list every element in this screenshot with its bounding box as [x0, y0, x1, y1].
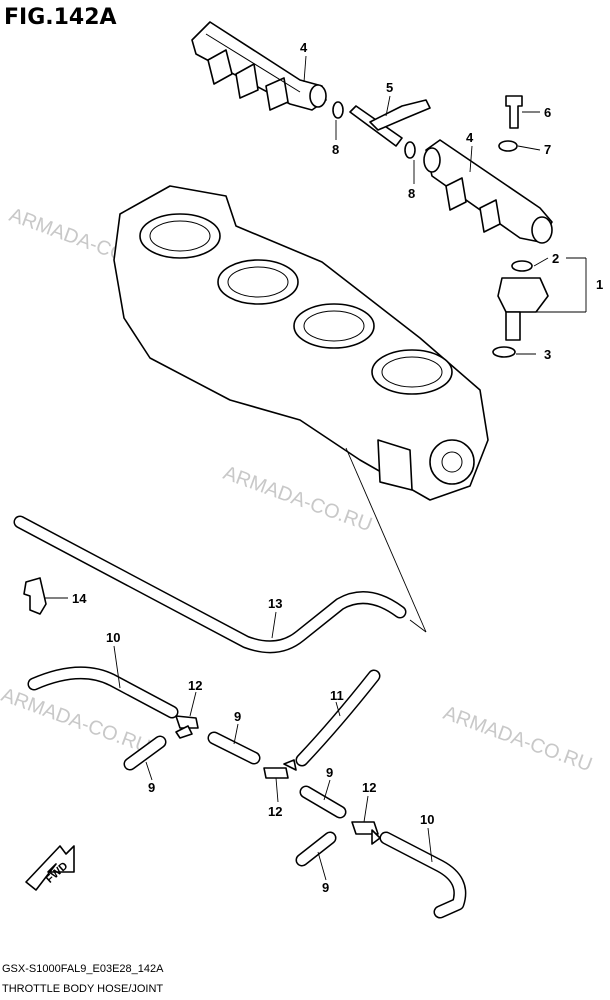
- callout-2: 2: [552, 251, 559, 266]
- watermark: ARMADA-CO.RU: [220, 462, 375, 536]
- clamp: [23, 577, 47, 615]
- fuel-injector: [492, 260, 549, 358]
- callout-8-right: 8: [408, 186, 415, 201]
- hose-9-right: [299, 785, 347, 819]
- callout-10-lower: 10: [420, 812, 434, 827]
- callout-3: 3: [544, 347, 551, 362]
- callout-10-upper: 10: [106, 630, 120, 645]
- throttle-hose-13: [13, 515, 407, 654]
- joint-12-middle: [263, 759, 297, 779]
- hose-9-center: [207, 731, 261, 765]
- bolt: [505, 95, 523, 129]
- callout-1: 1: [596, 277, 603, 292]
- callout-9-center: 9: [234, 709, 241, 724]
- joint-12-upper: [175, 715, 199, 739]
- footer-code: GSX-S1000FAL9_E03E28_142A: [2, 963, 164, 975]
- hose-9-bottom: [295, 831, 337, 867]
- leader-lines: [44, 55, 587, 881]
- fuel-delivery-pipe-upper: [191, 21, 327, 111]
- footer-caption: THROTTLE BODY HOSE/JOINT: [2, 983, 163, 995]
- callout-12-upper: 12: [188, 678, 202, 693]
- washer: [498, 140, 518, 152]
- callout-12-middle: 12: [268, 804, 282, 819]
- fwd-arrow: FWD: [25, 845, 75, 891]
- hose-9-left: [123, 735, 167, 771]
- hose-10-lower: [379, 831, 467, 919]
- hose-10-upper: [27, 666, 179, 719]
- callout-9-bottom: 9: [322, 880, 329, 895]
- callout-11: 11: [330, 688, 344, 703]
- callout-12-lower: 12: [362, 780, 376, 795]
- throttle-body: [113, 185, 489, 501]
- watermark: ARMADA-CO.RU: [440, 702, 595, 776]
- hose-11: [295, 669, 381, 767]
- callout-9-right: 9: [326, 765, 333, 780]
- callout-8-left: 8: [332, 142, 339, 157]
- joint-pipe: [332, 99, 431, 159]
- callout-4-upper: 4: [300, 40, 308, 55]
- callout-14: 14: [72, 591, 87, 606]
- callout-7: 7: [544, 142, 551, 157]
- callout-5: 5: [386, 80, 393, 95]
- callout-4-lower: 4: [466, 130, 474, 145]
- callout-13: 13: [268, 596, 282, 611]
- fuel-delivery-pipe-lower: [423, 139, 553, 244]
- figure-title: FIG.142A: [4, 5, 117, 30]
- callout-6: 6: [544, 105, 551, 120]
- callout-9-left: 9: [148, 780, 155, 795]
- joint-12-lower: [351, 821, 381, 845]
